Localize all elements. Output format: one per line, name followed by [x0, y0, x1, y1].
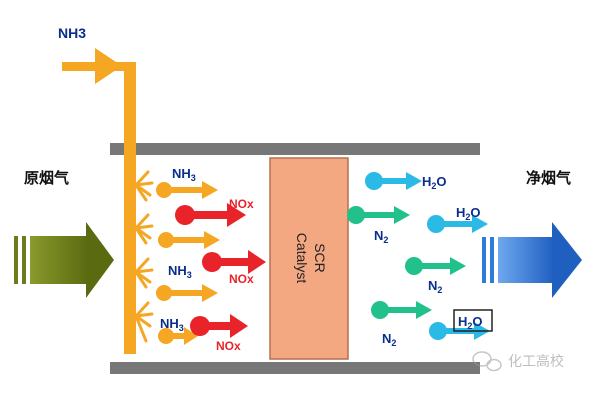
h2o-label-2: H2O	[456, 205, 481, 222]
h2o-molecule-2	[427, 215, 488, 233]
nh3-label-1: NH3	[172, 166, 196, 183]
n2-molecule-2	[405, 257, 466, 275]
clean-flue-gas-label: 净烟气	[526, 169, 571, 187]
h2o-molecule-1	[365, 172, 422, 190]
h2o-label-3: H2O	[458, 314, 483, 331]
nh3-molecule-3	[156, 284, 218, 302]
n2-label-2: N2	[428, 278, 442, 295]
nh3-molecule-2	[158, 231, 220, 249]
nh3-injection-pipe	[124, 62, 136, 354]
nozzle-2	[134, 213, 154, 245]
scr-catalyst-block	[269, 157, 349, 360]
nox-molecule-1	[175, 203, 246, 227]
nozzle-4	[134, 301, 154, 343]
n2-label-1: N2	[374, 228, 388, 245]
watermark-text: 化工高校	[508, 353, 564, 369]
catalyst-label: SCR Catalyst	[294, 233, 328, 284]
duct-bottom-wall	[110, 362, 480, 374]
nh3-inlet-label: NH3	[58, 25, 86, 41]
nox-molecule-3	[190, 314, 248, 338]
nh3-injection-arrow	[62, 48, 124, 84]
raw-flue-gas-arrow	[14, 222, 114, 298]
injection-nozzles	[134, 170, 154, 343]
nozzle-1	[134, 170, 154, 202]
nh3-label-2: NH3	[168, 263, 192, 280]
n2-label-3: N2	[382, 331, 396, 348]
nox-label-3: NOx	[216, 339, 241, 353]
h2o-highlight-box	[453, 309, 493, 332]
nh3-molecule-4	[158, 327, 198, 345]
clean-flue-gas-arrow	[482, 222, 582, 298]
nh3-molecule-1	[156, 181, 218, 199]
h2o-label-1: H2O	[422, 174, 447, 191]
watermark: 化工高校	[472, 351, 564, 372]
nox-molecule-2	[202, 250, 266, 274]
catalyst-label-line2: Catalyst	[294, 233, 310, 284]
raw-flue-gas-label: 原烟气	[24, 169, 69, 187]
duct-top-wall	[110, 143, 480, 155]
n2-molecule-3	[371, 301, 432, 319]
nh3-label-3: NH3	[160, 316, 184, 333]
n2-molecule-1	[347, 206, 410, 224]
wechat-icon	[472, 351, 502, 372]
nox-label-1: NOx	[229, 197, 254, 211]
nozzle-3	[134, 257, 154, 289]
catalyst-label-line1: SCR	[312, 243, 328, 273]
nox-label-2: NOx	[229, 272, 254, 286]
